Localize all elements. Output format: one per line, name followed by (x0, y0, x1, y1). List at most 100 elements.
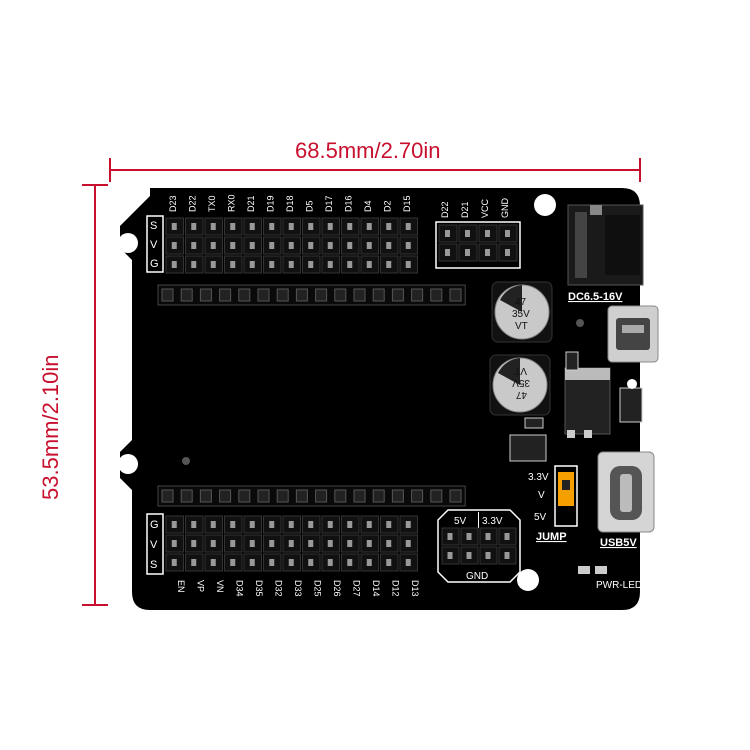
voltage-5v-label: 5V (454, 516, 467, 527)
header-pin (441, 527, 460, 546)
voltage-jumper: 3.3V V 5V JUMP (528, 465, 578, 543)
pin-label: D22 (188, 195, 198, 212)
pin-label: EN (176, 580, 186, 593)
pwr-led-label: PWR-LED (596, 580, 642, 591)
socket-hole (180, 288, 193, 302)
socket-hole (219, 288, 232, 302)
header-pin (399, 236, 418, 255)
pin-label: VN (215, 580, 225, 593)
row-label: V (150, 239, 158, 251)
socket-hole (334, 489, 347, 503)
header-pin (399, 515, 418, 534)
header-pin (458, 243, 478, 262)
header-pin (302, 236, 321, 255)
pin-label: D18 (285, 195, 295, 212)
header-pin (302, 553, 321, 572)
socket-hole (391, 489, 404, 503)
header-pin (360, 255, 379, 274)
header-pin (302, 515, 321, 534)
header-pin (341, 217, 360, 236)
via (182, 457, 190, 465)
socket-hole (430, 489, 443, 503)
header-pin (399, 534, 418, 553)
socket-hole (257, 489, 270, 503)
header-pin (224, 553, 243, 572)
header-pin (399, 217, 418, 236)
socket-hole (391, 288, 404, 302)
cap-series: VT (514, 365, 527, 376)
bottom-gpio-header (165, 515, 418, 572)
socket-hole (411, 489, 424, 503)
pin-label: D4 (363, 200, 373, 212)
gnd-label: GND (466, 571, 488, 582)
header-pin (185, 217, 204, 236)
socket-hole (276, 489, 289, 503)
header-pin (282, 515, 301, 534)
header-pin (185, 255, 204, 274)
socket-hole (219, 489, 232, 503)
header-pin (479, 546, 498, 565)
socket-hole (199, 288, 212, 302)
pin-label: D17 (324, 195, 334, 212)
header-pin (321, 217, 340, 236)
header-pin (204, 515, 223, 534)
header-pin (165, 217, 184, 236)
header-pin (341, 515, 360, 534)
header-pin (321, 236, 340, 255)
row-label: S (150, 220, 157, 232)
header-pin (341, 255, 360, 274)
header-pin (263, 515, 282, 534)
voltage-3v3-label: 3.3V (482, 516, 503, 527)
socket-hole (315, 489, 328, 503)
socket-hole (372, 288, 385, 302)
pin-label: D27 (352, 580, 362, 597)
header-pin (224, 515, 243, 534)
header-pin (185, 236, 204, 255)
top-gpio-header (165, 217, 418, 274)
voltage-regulator (564, 367, 611, 438)
width-dimension-line (109, 158, 641, 182)
header-pin (302, 217, 321, 236)
socket-hole (180, 489, 193, 503)
header-pin (263, 553, 282, 572)
pin-label: D34 (235, 580, 245, 597)
jumper-v-label: V (538, 490, 545, 501)
female-socket-top (157, 284, 466, 306)
header-pin (165, 553, 184, 572)
header-pin (263, 534, 282, 553)
header-pin (380, 217, 399, 236)
header-pin (399, 255, 418, 274)
diode-ss24 (619, 387, 643, 423)
power-header-top-right (435, 221, 521, 269)
header-pin (498, 527, 517, 546)
row-label: S (150, 559, 157, 571)
header-pin (204, 255, 223, 274)
row-labels-bottom: G V S (146, 513, 164, 575)
header-pin (380, 255, 399, 274)
row-label: V (150, 539, 158, 551)
socket-hole (449, 288, 462, 302)
row-labels-top: S V G (146, 215, 164, 273)
header-pin (360, 515, 379, 534)
socket-hole (372, 489, 385, 503)
pin-label: TX0 (207, 195, 217, 212)
header-pin (282, 534, 301, 553)
pin-label: D23 (168, 195, 178, 212)
cap-voltage: 35V (512, 309, 530, 320)
mounting-hole (534, 194, 556, 216)
socket-hole (161, 489, 174, 503)
header-pin (360, 236, 379, 255)
pin-label: D12 (391, 580, 401, 597)
header-pin (302, 534, 321, 553)
header-pin (360, 534, 379, 553)
female-socket-bottom (157, 485, 466, 507)
header-pin (360, 553, 379, 572)
dc-jack-label: DC6.5-16V (568, 291, 623, 303)
power-led: PWR-LED (578, 566, 642, 591)
header-pin (460, 527, 479, 546)
header-pin (498, 243, 518, 262)
header-pin (165, 534, 184, 553)
socket-hole (430, 288, 443, 302)
